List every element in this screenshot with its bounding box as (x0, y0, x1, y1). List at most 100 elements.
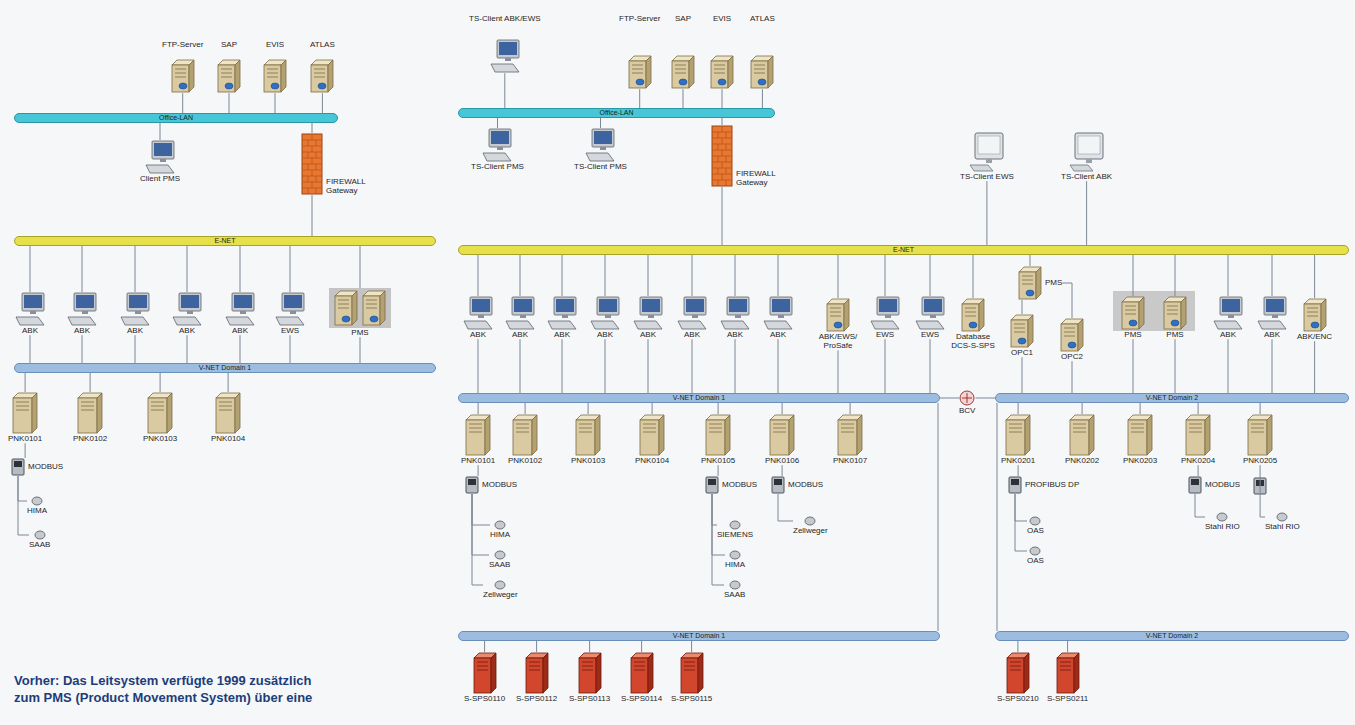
network-link (762, 89, 763, 108)
network-link (1062, 283, 1072, 318)
icon-shape (718, 79, 726, 85)
network-link (520, 339, 521, 393)
node-label: FIREWALL Gateway (326, 177, 374, 195)
icon-shape (596, 653, 601, 693)
network-link (182, 93, 183, 113)
icon-shape (600, 147, 606, 150)
network-link (1140, 403, 1141, 414)
icon-shape (284, 295, 302, 308)
node-label: EWS (921, 330, 939, 339)
icon-shape (718, 180, 719, 186)
icon-shape (232, 293, 254, 311)
node-label: MODBUS (722, 480, 757, 489)
network-bus-bar: Office-LAN (458, 108, 775, 118)
icon-shape (830, 308, 841, 309)
icon-shape (1074, 653, 1079, 693)
field-device-node: Stahl RIO (1265, 512, 1300, 531)
icon-shape (1030, 517, 1040, 525)
node-label: S-SPS0211 (1047, 694, 1088, 703)
icon-holder (480, 128, 514, 162)
network-bus-bar: V-NET Domain 2 (995, 393, 1349, 403)
workstation-node: ABK (13, 292, 47, 335)
thin-client-node: TS-Client ABK (1061, 132, 1112, 181)
icon-shape (582, 666, 593, 667)
icon-shape (579, 424, 592, 425)
icon-shape (314, 77, 325, 78)
icon-holder (118, 292, 152, 326)
node-label: SAAB (29, 540, 50, 549)
icon-holder (1303, 298, 1327, 332)
node-label: HIMA (725, 560, 745, 569)
controller-node: PNK0101 (461, 414, 495, 465)
network-link (600, 118, 601, 128)
icon-shape (483, 153, 511, 161)
fieldbus-node: PROFIBUS DP (1008, 476, 1079, 494)
network-link (722, 118, 723, 125)
icon-shape (1311, 322, 1319, 328)
node-label: BCV (959, 406, 975, 415)
server-node: PMS (1121, 296, 1145, 339)
device-icon (729, 520, 741, 530)
icon-shape (366, 304, 377, 305)
icon-shape (13, 398, 32, 433)
icon-shape (308, 188, 309, 194)
device-icon (77, 392, 103, 434)
network-link (885, 255, 886, 296)
icon-shape (1022, 276, 1033, 277)
device-icon (1247, 414, 1273, 456)
server-pair-node: PMS (329, 288, 391, 337)
icon-shape (1006, 420, 1025, 455)
network-link (850, 403, 851, 414)
network-link (692, 339, 693, 393)
icon-shape (466, 420, 485, 455)
device-icon (675, 296, 709, 330)
icon-shape (967, 393, 968, 403)
node-label: V-NET Domain 1 (673, 632, 725, 640)
icon-shape (226, 317, 254, 325)
icon-shape (643, 428, 656, 429)
icon-shape (722, 126, 723, 132)
icon-shape (187, 311, 193, 314)
icon-shape (1131, 428, 1144, 429)
fieldbus-node: MODBUS (465, 476, 517, 494)
network-link (692, 255, 693, 296)
network-link (1272, 339, 1273, 393)
icon-holder (11, 458, 25, 476)
icon-shape (1010, 670, 1021, 671)
icon-holder (705, 414, 731, 456)
icon-shape (1060, 670, 1071, 671)
workstation-node: ABK (675, 296, 709, 339)
icon-shape (556, 299, 574, 312)
icon-shape (1089, 415, 1094, 455)
network-link (30, 335, 31, 363)
icon-shape (477, 666, 488, 667)
network-link (1272, 255, 1273, 296)
icon-shape (770, 297, 792, 315)
icon-shape (516, 424, 529, 425)
icon-shape (579, 428, 592, 429)
icon-shape (969, 322, 977, 328)
device-icon (11, 458, 25, 476)
icon-shape (151, 410, 164, 411)
node-label: FTP-Server (162, 40, 203, 49)
icon-shape (225, 83, 233, 89)
network-link (504, 73, 505, 108)
network-link (722, 89, 723, 108)
device-icon (147, 392, 173, 434)
network-link (778, 339, 779, 393)
workstation-node: ABK (631, 296, 665, 339)
node-label: MODBUS (28, 462, 63, 471)
icon-shape (718, 168, 719, 174)
icon-shape (643, 424, 656, 425)
icon-shape (648, 315, 654, 318)
device-icon (494, 580, 506, 590)
icon-holder (631, 296, 665, 330)
icon-holder (710, 55, 734, 89)
icon-holder (729, 580, 741, 590)
device-icon (494, 520, 506, 530)
node-label: PNK0106 (765, 456, 799, 465)
icon-shape (216, 398, 235, 433)
icon-shape (264, 65, 281, 92)
icon-shape (276, 317, 304, 325)
icon-holder (1029, 516, 1041, 526)
